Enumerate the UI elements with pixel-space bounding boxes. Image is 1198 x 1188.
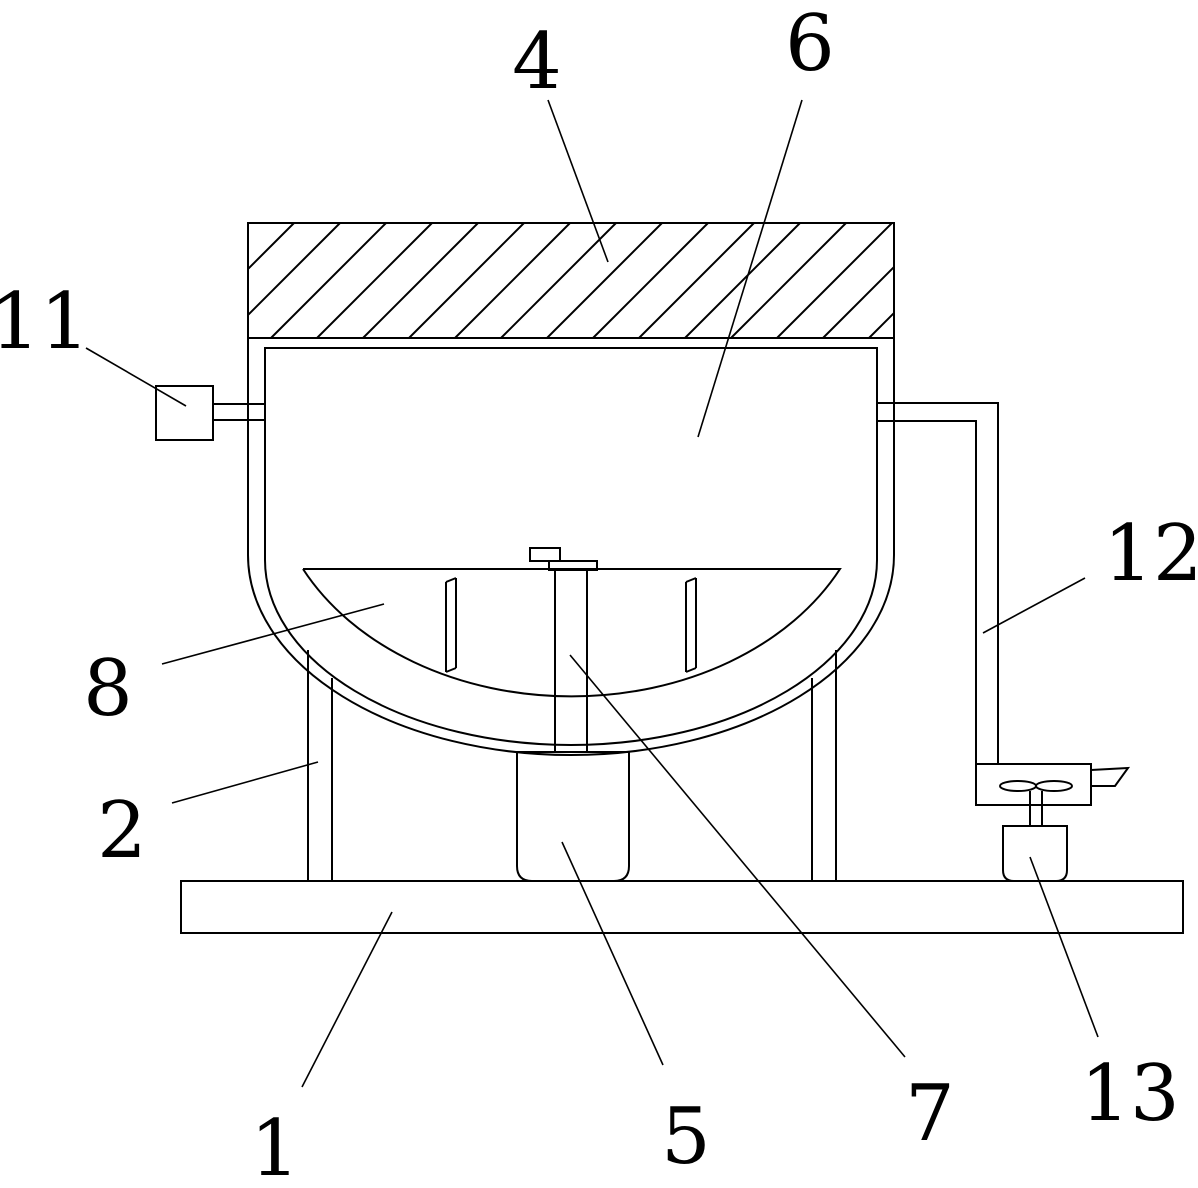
tank-inner-wall xyxy=(264,347,878,746)
hatch-line xyxy=(248,223,341,317)
motor xyxy=(516,751,630,882)
stirring-basket xyxy=(302,568,842,698)
leader-8 xyxy=(161,603,385,665)
lid-hatching xyxy=(248,223,894,338)
hatch-line xyxy=(638,223,755,338)
hatch-line xyxy=(546,223,663,338)
stirring-shaft xyxy=(529,547,598,752)
label-support-leg: 2 xyxy=(97,786,147,876)
hatch-line xyxy=(408,223,525,338)
inlet-device xyxy=(155,385,265,441)
hatch-line xyxy=(248,223,249,225)
hatch-line xyxy=(730,223,847,338)
hatch-line xyxy=(684,223,801,338)
hatch-line xyxy=(362,223,479,338)
label-inlet-device: 11 xyxy=(0,277,90,367)
leader-6 xyxy=(697,99,803,438)
hatch-line xyxy=(454,223,571,338)
hatch-line xyxy=(316,223,433,338)
leader-1 xyxy=(301,911,393,1088)
label-fan-motor: 13 xyxy=(1080,1049,1179,1139)
label-outlet-pipe: 12 xyxy=(1103,509,1198,599)
blade-left xyxy=(445,577,457,673)
leader-2 xyxy=(171,761,319,804)
outlet-pipe xyxy=(877,402,999,764)
label-stirring-basket: 8 xyxy=(83,644,133,734)
label-motor: 5 xyxy=(661,1092,711,1182)
fan-icon xyxy=(999,780,1073,792)
support-leg-right xyxy=(811,650,837,881)
leader-lines xyxy=(85,99,1099,1088)
label-lid: 4 xyxy=(512,17,562,107)
leader-4 xyxy=(547,99,609,263)
label-base: 1 xyxy=(250,1104,300,1183)
leader-13 xyxy=(1029,856,1099,1038)
hatch-line xyxy=(592,223,709,338)
lid xyxy=(247,222,895,339)
hatch-line xyxy=(500,223,617,338)
hatch-line xyxy=(822,265,894,338)
leader-7 xyxy=(569,654,906,1058)
leader-12 xyxy=(982,577,1086,634)
fan-housing xyxy=(975,763,1131,826)
base-plate xyxy=(180,880,1184,934)
hatch-line xyxy=(868,311,894,338)
fan-motor xyxy=(1002,825,1068,882)
label-stirring-shaft: 7 xyxy=(905,1069,955,1159)
tank-outer-wall xyxy=(247,338,895,756)
hatch-line xyxy=(270,223,387,338)
leader-5 xyxy=(561,841,664,1066)
support-leg-left xyxy=(307,650,333,881)
leader-11 xyxy=(85,347,187,407)
label-inner-chamber: 6 xyxy=(785,0,835,89)
hatch-line xyxy=(776,223,893,338)
blade-right xyxy=(685,577,697,673)
hatch-line xyxy=(248,223,295,271)
